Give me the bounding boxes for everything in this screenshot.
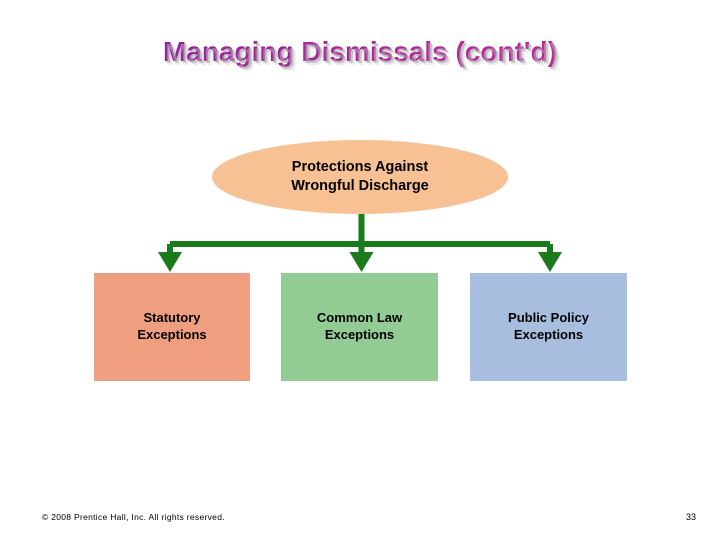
connector-arrowheads bbox=[158, 252, 562, 272]
leaf-node-common-law-exceptions: Common Law Exceptions bbox=[281, 273, 438, 381]
footer-copyright: © 2008 Prentice Hall, Inc. All rights re… bbox=[42, 512, 225, 522]
page-title: Managing Dismissals (cont'd) bbox=[36, 36, 684, 68]
root-node-label: Protections Against Wrongful Discharge bbox=[212, 158, 508, 195]
leaf-node-public-policy-exceptions: Public Policy Exceptions bbox=[470, 273, 627, 381]
leaf-node-common-law-line1: Common Law bbox=[316, 310, 403, 326]
leaf-node-common-law-line2: Exceptions bbox=[324, 327, 395, 342]
root-node-label-line2: Wrongful Discharge bbox=[291, 178, 429, 194]
leaf-node-statutory-label: Statutory Exceptions bbox=[94, 310, 250, 344]
leaf-node-common-law-label: Common Law Exceptions bbox=[281, 310, 438, 344]
root-node-label-line1: Protections Against bbox=[291, 159, 429, 176]
arrowhead-left bbox=[158, 252, 182, 272]
leaf-node-statutory-line2: Exceptions bbox=[137, 327, 207, 342]
leaf-node-public-policy-line2: Exceptions bbox=[513, 327, 584, 342]
arrowhead-middle bbox=[349, 252, 374, 272]
root-node-oval: Protections Against Wrongful Discharge bbox=[212, 140, 508, 214]
leaf-node-public-policy-line1: Public Policy bbox=[508, 310, 589, 326]
leaf-node-public-policy-label: Public Policy Exceptions bbox=[470, 310, 627, 344]
leaf-node-statutory-exceptions: Statutory Exceptions bbox=[94, 273, 250, 381]
footer-page-number: 33 bbox=[685, 512, 696, 522]
arrowhead-right bbox=[538, 252, 562, 272]
leaf-node-statutory-line1: Statutory bbox=[143, 310, 201, 326]
